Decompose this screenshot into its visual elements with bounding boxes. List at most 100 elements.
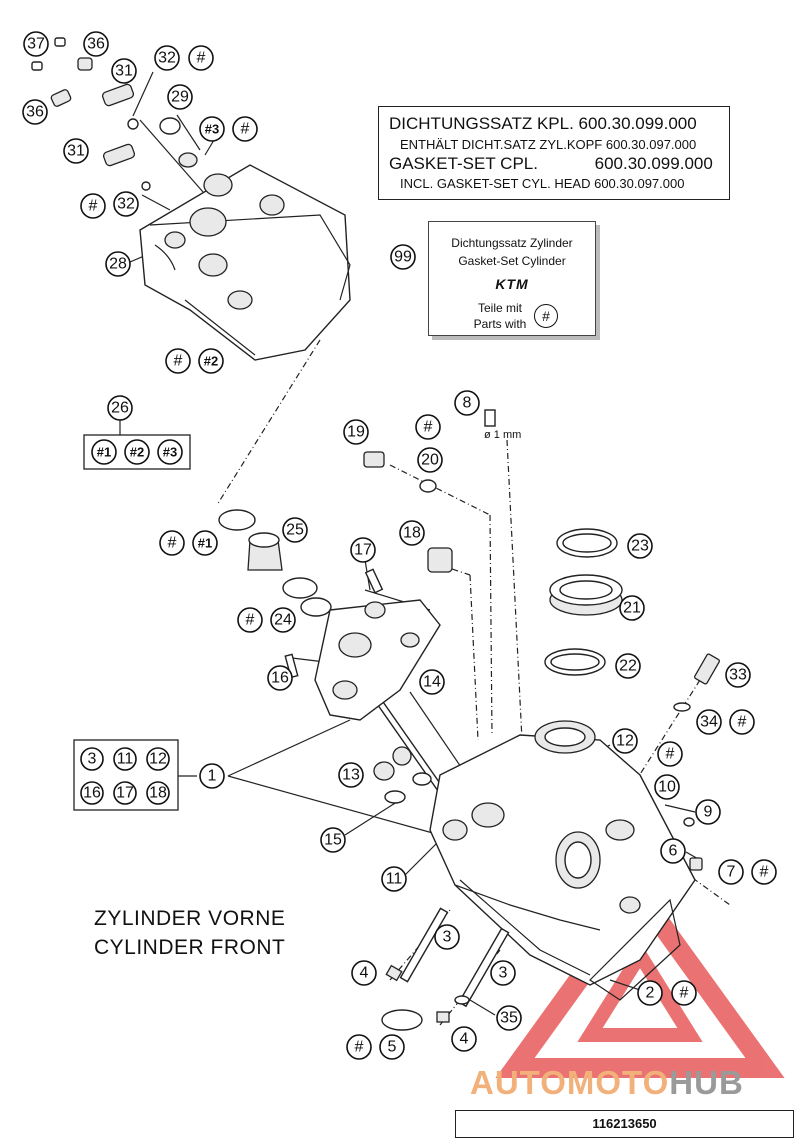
callout-36: 36 [83, 31, 109, 57]
svg-text:17: 17 [354, 542, 372, 559]
svg-text:18: 18 [149, 785, 167, 802]
svg-text:1: 1 [208, 768, 217, 785]
callout-21: 21 [619, 595, 645, 621]
svg-text:12: 12 [149, 751, 167, 768]
diameter-note: ø 1 mm [484, 429, 521, 441]
callout-25: 25 [282, 517, 308, 543]
svg-text:#: # [168, 535, 177, 552]
kit-hash-marker: # [534, 304, 558, 328]
callout-hash: # [657, 741, 683, 767]
callout-16: 16 [267, 665, 293, 691]
svg-text:4: 4 [460, 1031, 469, 1048]
callout-32: 32 [154, 45, 180, 71]
callout-29: 29 [167, 84, 193, 110]
svg-text:34: 34 [700, 714, 718, 731]
callout-99: 99 [390, 244, 416, 270]
callout-12: 12 [612, 728, 638, 754]
callout-1: 1 [199, 763, 225, 789]
callout-18: 18 [146, 781, 170, 805]
camshaft-bridge [314, 599, 441, 721]
callout-9: 9 [695, 799, 721, 825]
svg-text:#: # [89, 198, 98, 215]
svg-text:#: # [738, 714, 747, 731]
svg-text:7: 7 [727, 864, 736, 881]
cylinder-label: ZYLINDER VORNE CYLINDER FRONT [94, 904, 285, 962]
callout-33: 33 [725, 662, 751, 688]
svg-text:#: # [241, 121, 250, 138]
svg-text:#: # [197, 50, 206, 67]
svg-text:6: 6 [669, 843, 678, 860]
svg-text:15: 15 [324, 832, 342, 849]
callout-hash-2: #2 [124, 439, 150, 465]
callout-18: 18 [399, 520, 425, 546]
svg-text:17: 17 [116, 785, 134, 802]
callout-26: 26 [107, 395, 133, 421]
svg-text:3: 3 [443, 929, 452, 946]
svg-text:#: # [760, 864, 769, 881]
callout-hash: # [232, 116, 258, 142]
svg-text:31: 31 [67, 143, 85, 160]
callout-19: 19 [343, 419, 369, 445]
callout-3: 3 [490, 960, 516, 986]
svg-text:24: 24 [274, 612, 292, 629]
callout-3: 3 [80, 747, 104, 771]
svg-text:5: 5 [388, 1039, 397, 1056]
svg-text:35: 35 [500, 1010, 518, 1027]
svg-text:32: 32 [158, 50, 176, 67]
svg-text:11: 11 [117, 751, 134, 768]
callout-13: 13 [338, 762, 364, 788]
callout-24: 24 [270, 607, 296, 633]
callout-2: 2 [637, 980, 663, 1006]
svg-text:18: 18 [403, 525, 421, 542]
svg-text:#: # [666, 746, 675, 763]
svg-text:9: 9 [704, 804, 713, 821]
callout-20: 20 [417, 447, 443, 473]
svg-text:2: 2 [646, 985, 655, 1002]
drawing-number: 116213650 [455, 1110, 794, 1138]
svg-text:23: 23 [631, 538, 649, 555]
svg-text:29: 29 [171, 89, 189, 106]
svg-text:4: 4 [360, 965, 369, 982]
callout-15: 15 [320, 827, 346, 853]
svg-text:#: # [174, 353, 183, 370]
small-valve-parts [363, 409, 720, 871]
svg-text:36: 36 [87, 36, 105, 53]
callout-hash: # [165, 348, 191, 374]
svg-text:#2: #2 [204, 354, 218, 369]
svg-text:3: 3 [499, 965, 508, 982]
svg-text:37: 37 [27, 36, 45, 53]
svg-text:#: # [424, 419, 433, 436]
callout-8: 8 [454, 390, 480, 416]
watermark-part-1: AUTOMOTO [470, 1064, 670, 1101]
callout-17: 17 [350, 537, 376, 563]
svg-text:3: 3 [88, 751, 97, 768]
callout-hash: # [751, 859, 777, 885]
callout-28: 28 [105, 251, 131, 277]
callout-31: 31 [111, 58, 137, 84]
callout-hash: # [188, 45, 214, 71]
svg-text:20: 20 [421, 452, 439, 469]
callout-4: 4 [351, 960, 377, 986]
svg-text:33: 33 [729, 667, 747, 684]
valve-cover [139, 164, 351, 361]
svg-text:#3: #3 [205, 122, 219, 137]
svg-text:#: # [246, 612, 255, 629]
callouts: 37 36 36 31 32 # 29 #3 # 31 # 32 28 99 #… [22, 31, 777, 1060]
callout-17: 17 [113, 781, 137, 805]
callout-23: 23 [627, 533, 653, 559]
svg-text:#2: #2 [130, 445, 144, 460]
intake-clamps [544, 528, 623, 676]
callout-hash: # [159, 530, 185, 556]
kit-title-en: Gasket-Set Cylinder [458, 254, 566, 268]
watermark-part-2: HUB [669, 1064, 744, 1101]
callout-34: 34 [696, 709, 722, 735]
callout-hash-1: #1 [91, 439, 117, 465]
svg-text:19: 19 [347, 424, 365, 441]
svg-text:14: 14 [423, 674, 441, 691]
svg-text:32: 32 [117, 196, 135, 213]
svg-text:99: 99 [394, 249, 412, 266]
svg-text:22: 22 [619, 658, 637, 675]
gasket-set-box: DICHTUNGSSATZ KPL. 600.30.099.000 ENTHÄL… [378, 106, 730, 200]
watermark-text: AUTOMOTOHUB [470, 1064, 744, 1102]
